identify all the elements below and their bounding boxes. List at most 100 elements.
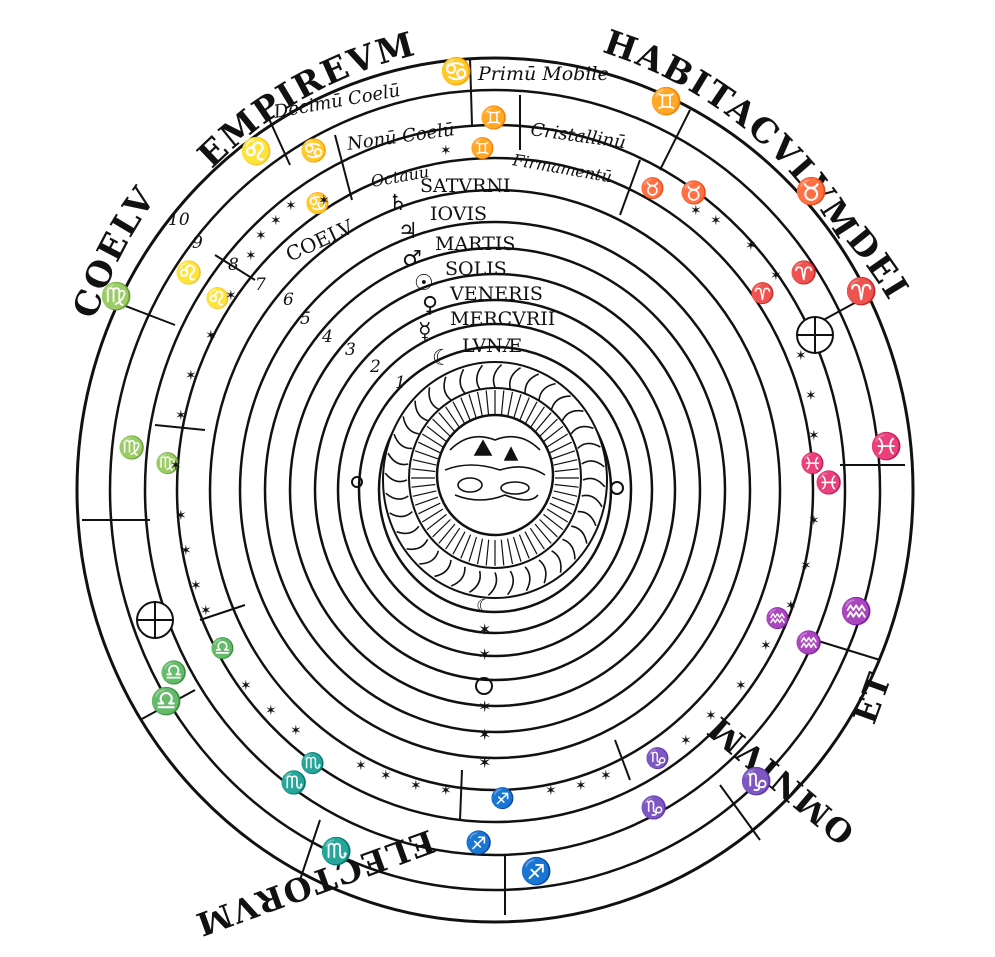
firmament-stars: ✶✶✶ ✶✶✶ ✶✶✶ ✶✶✶ ✶✶✶ ✶✶✶ ✶✶✶ ✶✶✶ ✶✶✶ ✶✶✶ … <box>170 143 820 799</box>
svg-text:✶: ✶ <box>800 558 812 574</box>
zodiac-middle-aquarius-icon: ♒ <box>795 630 822 656</box>
zodiac-middle-virgo-icon: ♍ <box>118 435 145 461</box>
svg-text:✶: ✶ <box>240 678 252 694</box>
zodiac-middle-aries-icon: ♈ <box>790 260 817 286</box>
svg-text:✶: ✶ <box>440 143 452 159</box>
zodiac-middle-taurus-icon: ♉ <box>680 180 707 206</box>
svg-text:✶: ✶ <box>185 368 197 384</box>
sphere-number-2: 2 <box>369 357 381 377</box>
zodiac-inner-virgo-icon: ♍ <box>155 451 180 475</box>
venus-icon: ♀ <box>422 293 438 318</box>
zodiac-outer-leo-icon: ♌ <box>240 136 272 167</box>
inscription-coelum: COELVM <box>0 0 165 323</box>
svg-text:✶: ✶ <box>710 213 722 229</box>
sun-ring <box>313 298 677 682</box>
svg-text:✶: ✶ <box>808 513 820 529</box>
axis-moon-icon: ☾ <box>476 596 492 617</box>
svg-text:✶: ✶ <box>440 783 452 799</box>
zodiac-middle-scorpio-icon: ♏ <box>280 770 307 796</box>
zodiac-outer-gemini-icon: ♊ <box>650 86 682 117</box>
zodiac-dividers <box>82 57 905 915</box>
svg-text:✶: ✶ <box>745 238 757 254</box>
axis-sun-face-icon <box>475 677 493 695</box>
zodiac-inner-band: ♋ ♊ ♉ ♈ ♓ ♒ ♑ ♐ ♏ ♎ ♍ ♌ <box>155 136 825 810</box>
svg-text:✶: ✶ <box>735 678 747 694</box>
sun-wheel-left-icon <box>136 601 174 639</box>
svg-text:✶: ✶ <box>255 228 267 244</box>
zodiac-inner-capricorn-icon: ♑ <box>645 746 670 770</box>
zodiac-middle-band: ♋ ♊ ♉ ♈ ♓ ♒ ♑ ♐ ♏ ♎ ♍ ♌ <box>118 105 842 856</box>
venus-ring <box>336 322 654 658</box>
label-primum-mobile: Primū Mobile <box>477 63 609 85</box>
zodiac-middle-pisces-icon: ♓ <box>815 470 842 496</box>
mercury-icon: ☿ <box>418 319 432 344</box>
fire-flames <box>384 364 606 596</box>
svg-text:✶: ✶ <box>760 638 772 654</box>
label-mercurii: MERCVRII <box>450 308 555 330</box>
svg-text:✶: ✶ <box>285 198 297 214</box>
svg-text:✶: ✶ <box>680 733 692 749</box>
svg-text:✶: ✶ <box>380 768 392 784</box>
planet-symbols: ♄ ♃ ♂ ☉ ♀ ☿ ☾ <box>388 191 452 371</box>
svg-text:✶: ✶ <box>545 783 557 799</box>
svg-text:✶: ✶ <box>478 753 491 772</box>
zodiac-inner-pisces-icon: ♓ <box>800 451 825 475</box>
svg-text:✶: ✶ <box>175 408 187 424</box>
air-hatching <box>411 390 579 566</box>
svg-text:✶: ✶ <box>318 193 330 209</box>
empyrean-inner-ring <box>108 88 882 892</box>
label-coelu: COELV <box>282 214 358 266</box>
svg-text:✶: ✶ <box>478 725 491 744</box>
svg-text:✶: ✶ <box>225 288 237 304</box>
sphere-number-9: 9 <box>192 233 203 253</box>
axis-stars: ✶ ✶ ✶ ✶ ✶ <box>478 620 491 772</box>
label-saturni: SATVRNI <box>420 175 511 197</box>
svg-text:✶: ✶ <box>690 203 702 219</box>
label-firmamentum: Firmamentū <box>510 150 613 186</box>
earth-landscape <box>444 435 546 501</box>
saturn-icon: ♄ <box>388 191 408 216</box>
jupiter-ring <box>263 246 727 734</box>
label-martis: MARTIS <box>435 233 515 255</box>
svg-text:✶: ✶ <box>355 758 367 774</box>
svg-text:✶: ✶ <box>170 458 182 474</box>
svg-text:✶: ✶ <box>808 428 820 444</box>
svg-text:✶: ✶ <box>478 620 491 639</box>
svg-text:✶: ✶ <box>245 248 257 264</box>
zodiac-outer-band: ♋ ♊ ♉ ♈ ♓ ♒ ♑ ♐ ♏ ♎ ♍ ♌ <box>100 56 902 887</box>
svg-text:✶: ✶ <box>270 213 282 229</box>
outer-boundary-ring <box>75 56 915 924</box>
zodiac-outer-sagittarius-icon: ♐ <box>520 856 552 887</box>
zodiac-inner-sagittarius-icon: ♐ <box>490 786 515 810</box>
svg-text:✶: ✶ <box>795 348 807 364</box>
inscription-omnium: OMNIVM <box>699 708 861 853</box>
zodiac-outer-pisces-icon: ♓ <box>870 431 902 462</box>
svg-text:✶: ✶ <box>478 645 491 664</box>
sphere-number-3: 3 <box>345 340 356 360</box>
svg-text:✶: ✶ <box>290 723 302 739</box>
svg-text:✶: ✶ <box>805 388 817 404</box>
svg-text:✶: ✶ <box>175 508 187 524</box>
svg-text:✶: ✶ <box>575 778 587 794</box>
left-circle-marker-icon <box>351 476 363 488</box>
zodiac-inner-leo-icon: ♌ <box>205 286 230 310</box>
sun-wheel-right-icon <box>796 316 834 354</box>
label-veneris: VENERIS <box>449 283 543 305</box>
inscription-electorum: ELECTORVM <box>190 822 440 944</box>
sphere-number-7: 7 <box>255 275 266 295</box>
primum-mobile-ring <box>143 123 847 857</box>
firmament-ring <box>208 188 782 792</box>
zodiac-outer-libra-icon: ♎ <box>150 686 182 717</box>
crystalline-ring <box>175 156 815 824</box>
zodiac-inner-gemini-icon: ♊ <box>470 136 495 160</box>
sphere-number-1: 1 <box>395 373 406 393</box>
mars-ring <box>288 272 702 708</box>
earth-center <box>382 361 608 599</box>
label-iovis: IOVIS <box>430 203 487 225</box>
celestial-rings <box>75 56 915 924</box>
sphere-number-4: 4 <box>321 327 333 347</box>
zodiac-outer-cancer-icon: ♋ <box>440 56 472 87</box>
zodiac-outer-capricorn-icon: ♑ <box>740 766 772 797</box>
zodiac-inner-scorpio-icon: ♏ <box>300 751 325 775</box>
